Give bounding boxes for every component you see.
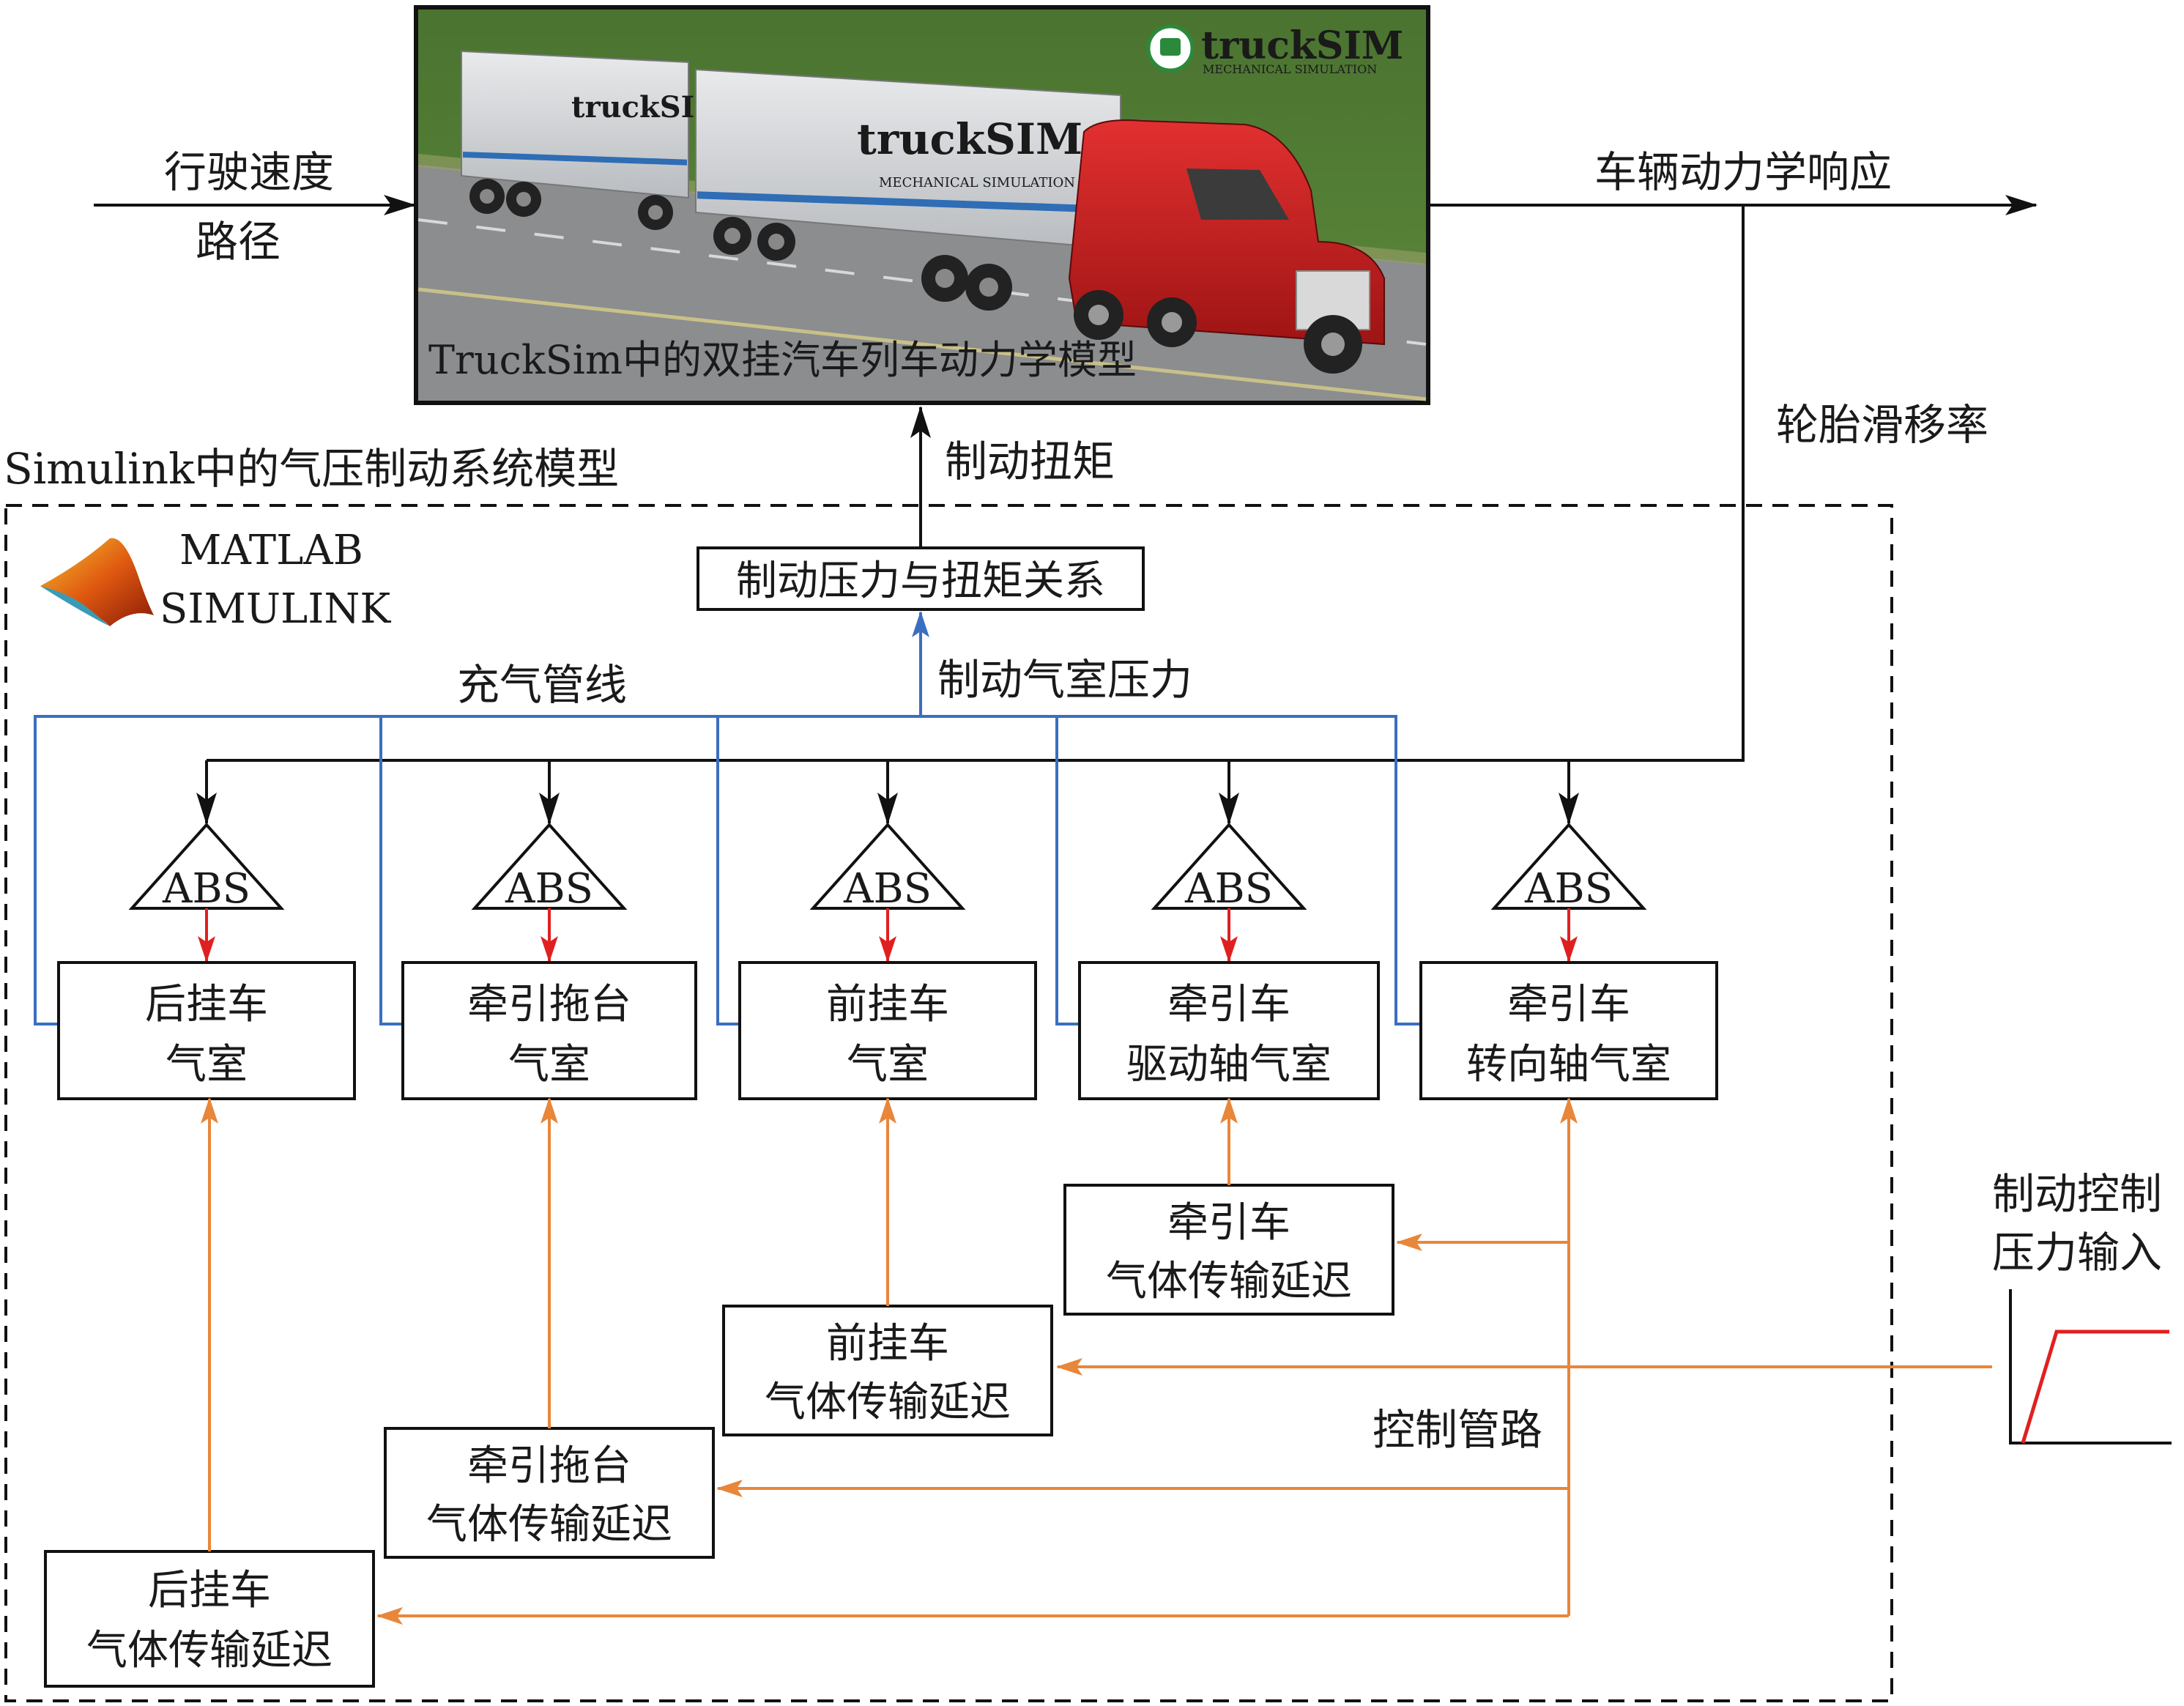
input-speed-label: 行驶速度 [164,147,334,197]
supply-line-label: 充气管线 [457,660,627,710]
delay-front-line2: 气体传输延迟 [765,1379,1011,1426]
torque-relation-box [697,546,1145,611]
trucksim-logo: truckSIM MECHANICAL SIMULATION [1146,23,1403,76]
chamber-line1-front-trailer: 前挂车 [826,981,949,1028]
output-slip-label: 轮胎滑移率 [1776,400,1988,450]
chamber-line1-rear-trailer: 后挂车 [145,981,268,1028]
supply-bus-outer [34,715,1421,1026]
chamber-line2-tractor-drive: 驱动轴气室 [1126,1041,1331,1088]
chamber-box-rear-trailer [57,961,356,1100]
simulink-region-title: Simulink中的气压制动系统模型 [4,444,619,494]
chamber-box-tractor-steer [1419,961,1718,1100]
trucksim-logo-sub: MECHANICAL SIMULATION [1203,62,1377,76]
trucksim-panel: truckSIM truckSIM MECHANICAL SIMULATION [414,5,1430,405]
delay-tractor: 牵引车 气体传输延迟 [1063,1184,1394,1316]
ramp-input-plot [2009,1289,2172,1444]
brake-torque-label: 制动扭矩 [945,437,1115,486]
output-response-label: 车辆动力学响应 [1594,147,1892,197]
control-input-line2: 压力输入 [1992,1228,2162,1277]
front-trailer-subbrand: MECHANICAL SIMULATION [879,175,1075,190]
abs-label-front-trailer: ABS [843,865,932,913]
control-input-line1: 制动控制 [1992,1169,2162,1219]
supply-drop-3 [716,716,740,1026]
abs-label-rear-trailer: ABS [162,865,250,913]
abs-group: ABS ABS ABS ABS ABS [128,760,1647,963]
red-tractor-cab-image [1068,119,1385,374]
chamber-line2-dolly: 气室 [508,1041,590,1088]
chamber-line2-rear-trailer: 气室 [166,1041,248,1088]
trucksim-logo-word: truckSIM [1201,23,1403,68]
simulink-region-border [4,504,1893,1702]
chamber-box-front-trailer [738,961,1037,1100]
simulink-label: SIMULINK [160,585,391,633]
delay-front-line1: 前挂车 [826,1320,949,1368]
trucksim-panel-caption: TruckSim中的双挂汽车列车动力学模型 [428,337,1137,383]
matlab-label: MATLAB [179,527,363,574]
delay-dolly-line2: 气体传输延迟 [426,1501,672,1549]
chamber-line2-tractor-steer: 转向轴气室 [1466,1041,1671,1088]
chamber-line2-front-trailer: 气室 [847,1041,929,1088]
delay-box-tractor [1063,1184,1394,1316]
torque-relation-label: 制动压力与扭矩关系 [736,557,1105,605]
front-trailer-brand: truckSIM [857,114,1082,164]
supply-drop-4 [1055,716,1080,1026]
delay-box-dolly [384,1427,715,1559]
delay-front-trailer: 前挂车 气体传输延迟 [722,1305,1053,1436]
chamber-pressure-label: 制动气室压力 [937,655,1192,705]
chamber-line1-dolly: 牵引拖台 [467,981,631,1028]
abs-label-tractor-drive: ABS [1184,865,1273,913]
matlab-logo [40,538,154,626]
abs-label-tractor-steer: ABS [1524,865,1613,913]
supply-drop-2 [379,716,403,1026]
delay-rear-line1: 后挂车 [148,1567,271,1614]
control-lines [201,1097,1992,1625]
control-line-label: 控制管路 [1373,1405,1542,1455]
delay-dolly-line1: 牵引拖台 [467,1442,631,1490]
delay-rear-line2: 气体传输延迟 [86,1627,333,1675]
delay-tractor-line1: 牵引车 [1167,1199,1290,1247]
chamber-line1-tractor-drive: 牵引车 [1167,981,1290,1028]
chamber-box-tractor-drive [1078,961,1380,1100]
abs-label-dolly: ABS [505,865,593,913]
delay-rear-trailer: 后挂车 气体传输延迟 [44,1550,375,1688]
delay-dolly: 牵引拖台 气体传输延迟 [384,1427,715,1559]
delay-tractor-line2: 气体传输延迟 [1106,1258,1352,1305]
chamber-line1-tractor-steer: 牵引车 [1507,981,1630,1028]
front-trailer-image: truckSIM MECHANICAL SIMULATION [695,68,1121,311]
chamber-box-dolly [401,961,697,1100]
input-path-label: 路径 [196,217,281,267]
delay-box-front-trailer [722,1305,1053,1436]
